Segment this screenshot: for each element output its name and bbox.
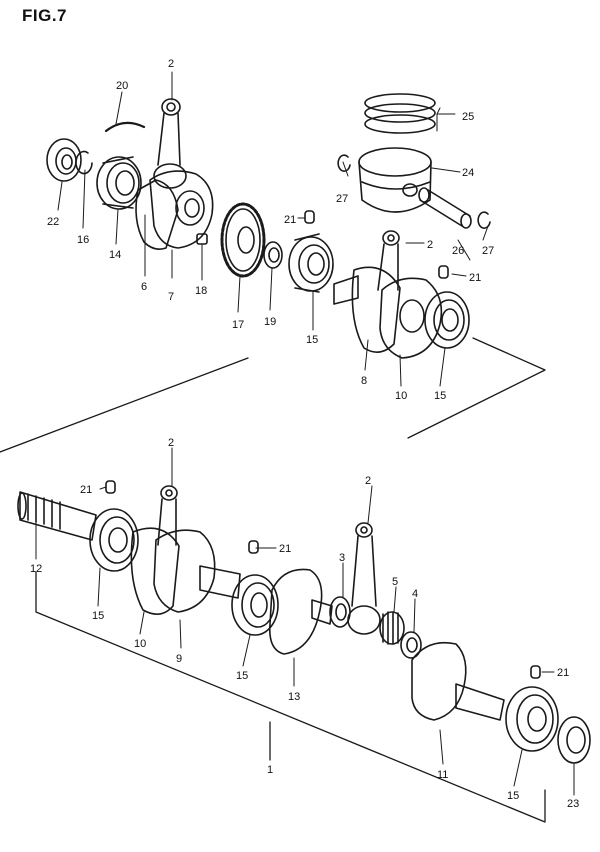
callout-27: 27 <box>336 193 348 205</box>
bearing-part-15-bottom-right <box>505 686 559 752</box>
callout-18: 18 <box>195 285 207 297</box>
callout-16: 16 <box>77 234 89 246</box>
crank-web-part-10-bottom <box>130 527 180 615</box>
callout-3: 3 <box>339 552 345 564</box>
circlip-part-27-a <box>337 154 351 172</box>
circlip-part-16 <box>75 150 93 175</box>
callout-23: 23 <box>567 798 579 810</box>
callout-22: 22 <box>47 216 59 228</box>
crankshaft-part-8 <box>333 266 401 353</box>
callout-2: 2 <box>365 475 371 487</box>
callout-11: 11 <box>437 769 448 781</box>
callout-4: 4 <box>412 588 418 600</box>
oil-seal-part-23 <box>557 716 591 764</box>
dowel-pin-part-21-bottom-c <box>530 665 541 679</box>
piston-rings-part-25 <box>364 93 436 134</box>
callout-2: 2 <box>427 239 433 251</box>
washer-part-19 <box>263 241 283 269</box>
washer-part-4 <box>400 631 422 659</box>
connecting-rod-part-2-bottom-left <box>157 485 178 546</box>
callout-1: 1 <box>267 764 273 776</box>
callout-15: 15 <box>92 610 104 622</box>
callout-12: 12 <box>30 563 42 575</box>
callout-15: 15 <box>434 390 446 402</box>
callout-26: 26 <box>452 245 464 257</box>
bearing-part-15-bottom-middle <box>231 574 279 636</box>
crank-web-part-13 <box>268 568 333 655</box>
callout-6: 6 <box>141 281 147 293</box>
crank-half-part-11 <box>411 641 505 721</box>
assembly-bracket-part-1 <box>35 571 546 823</box>
bearing-part-15-top-middle <box>288 233 334 293</box>
splined-shaft-part-12 <box>17 491 97 541</box>
crank-web-part-10 <box>379 277 443 359</box>
callout-21: 21 <box>469 272 481 284</box>
callout-7: 7 <box>168 291 174 303</box>
dowel-pin-part-21-top-a <box>304 210 315 224</box>
callout-21: 21 <box>284 214 296 226</box>
callout-20: 20 <box>116 80 128 92</box>
bearing-part-14 <box>96 156 142 210</box>
leader-lines <box>35 71 575 796</box>
connecting-rod-part-2-top-right <box>377 230 400 291</box>
callout-14: 14 <box>109 249 121 261</box>
top-assembly-frame <box>0 337 546 453</box>
callout-15: 15 <box>306 334 318 346</box>
callout-27: 27 <box>482 245 494 257</box>
callout-24: 24 <box>462 167 474 179</box>
retaining-wire-part-20 <box>104 121 146 133</box>
callout-10: 10 <box>134 638 146 650</box>
callout-25: 25 <box>462 111 474 123</box>
gear-part-17 <box>220 202 266 278</box>
callout-13: 13 <box>288 691 300 703</box>
crank-web-part-7 <box>149 170 214 249</box>
callout-labels: 2 20 25 24 27 22 16 14 6 7 18 17 21 19 1… <box>30 58 579 810</box>
crank-web-part-9 <box>153 529 241 613</box>
callout-15: 15 <box>507 790 519 802</box>
callout-10: 10 <box>395 390 407 402</box>
dowel-pin-part-21-bottom-a <box>105 480 116 494</box>
piston-part-24 <box>358 147 432 213</box>
callout-17: 17 <box>232 319 244 331</box>
crank-web-part-6 <box>135 179 179 250</box>
needle-bearing-part-5 <box>379 611 405 645</box>
thrust-washer-part-3 <box>329 596 351 628</box>
callout-15: 15 <box>236 670 248 682</box>
dowel-pin-part-21-top-b <box>438 265 449 279</box>
callout-21: 21 <box>80 484 92 496</box>
bearing-part-15-bottom-left <box>89 508 139 572</box>
callout-2: 2 <box>168 437 174 449</box>
piston-pin-part-26 <box>418 187 472 229</box>
callout-2: 2 <box>168 58 174 70</box>
callout-8: 8 <box>361 375 367 387</box>
callout-5: 5 <box>392 576 398 588</box>
connecting-rod-part-2-bottom-right <box>347 522 381 635</box>
callout-9: 9 <box>176 653 182 665</box>
callout-21: 21 <box>279 543 291 555</box>
callout-19: 19 <box>264 316 276 328</box>
callout-21: 21 <box>557 667 569 679</box>
dowel-pin-part-21-bottom-b <box>248 540 259 554</box>
bearing-part-15-top-right <box>424 291 470 349</box>
figure-title: FIG.7 <box>22 6 68 25</box>
